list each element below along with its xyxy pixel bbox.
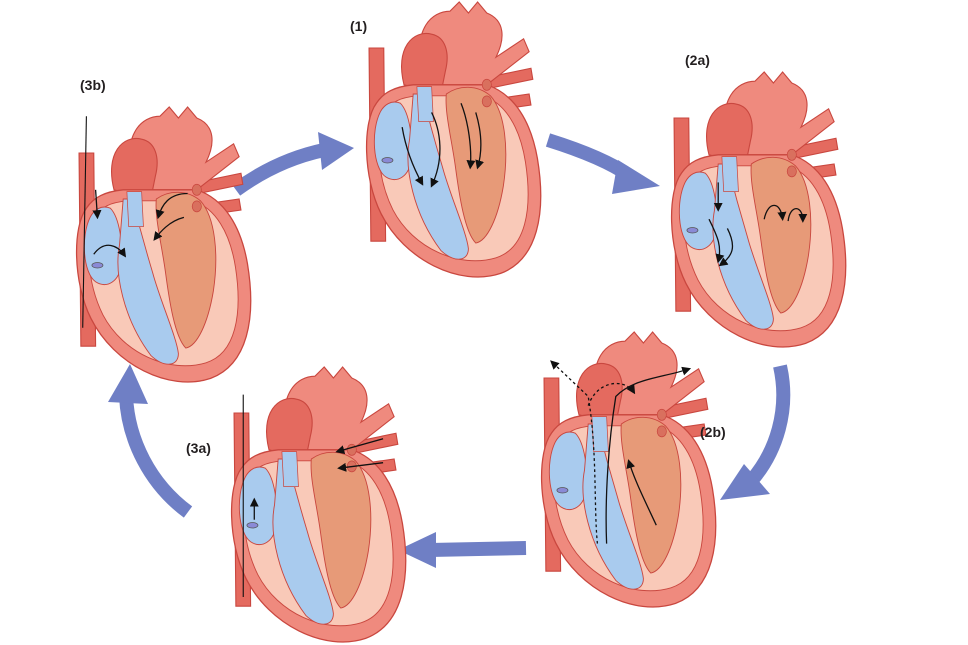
heart-icon-phase-3b xyxy=(75,106,252,383)
heart-icon-phase-1 xyxy=(365,1,542,278)
phase-label-2a: (2a) xyxy=(685,52,710,68)
heart-icon-phase-3a xyxy=(230,366,407,643)
phase-label-3b: (3b) xyxy=(80,77,106,93)
heart-icon-phase-2b xyxy=(540,331,717,608)
cycle-arrow-icon-1to2a xyxy=(545,133,660,194)
cycle-arrow-icon-3ato3b xyxy=(108,364,193,518)
phase-label-1: (1) xyxy=(350,18,368,34)
phase-label-3a: (3a) xyxy=(186,440,211,456)
cycle-arrow-icon-2ato2b xyxy=(720,364,791,500)
cycle-arrow-icon-3bto1 xyxy=(231,132,354,196)
cycle-arrow-icon-2bto3a xyxy=(398,532,527,568)
heart-icon-phase-2a xyxy=(670,71,847,348)
phase-label-2b: (2b) xyxy=(700,424,726,440)
